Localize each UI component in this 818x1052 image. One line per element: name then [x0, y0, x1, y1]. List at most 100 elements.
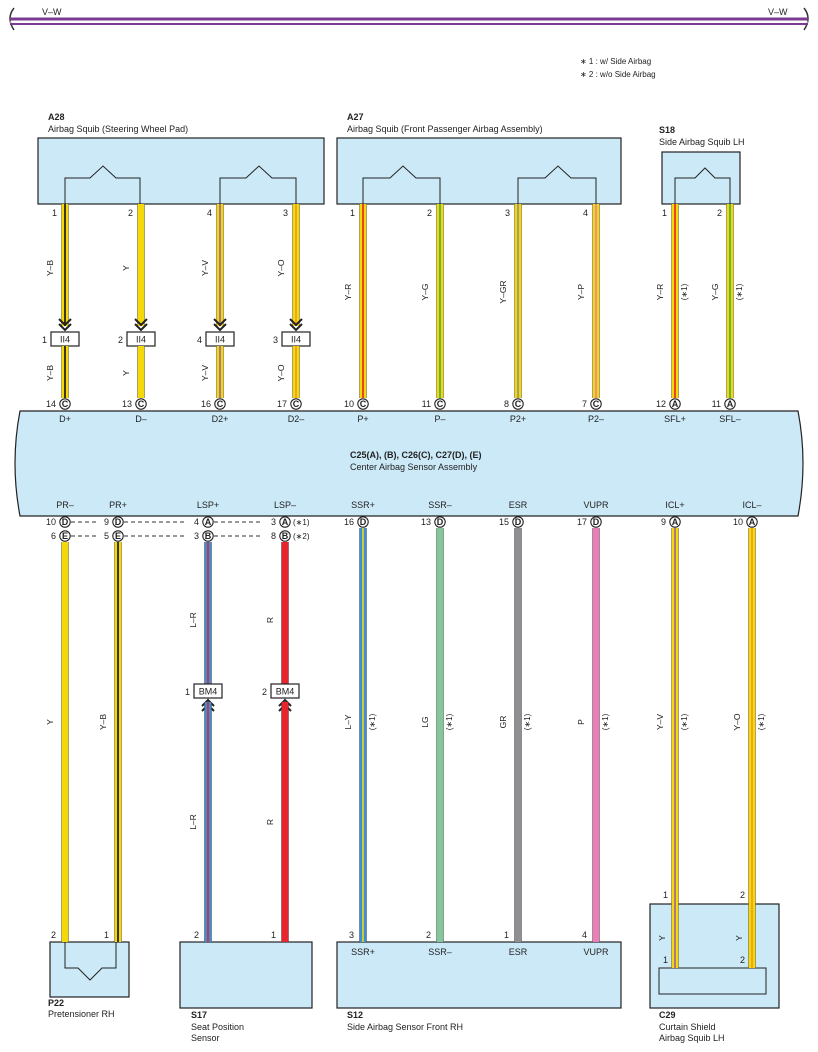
- top-wire-6-ecu-conn-ring: [512, 398, 524, 410]
- bottom-wire-3-signal: LSP–: [274, 500, 296, 510]
- lsp-note-1: (∗1): [293, 518, 310, 527]
- bottom-wire-1-body: [114, 542, 122, 942]
- bottom-wire-3-junction: BM4: [270, 683, 300, 699]
- s17-title-1: Seat Position: [191, 1022, 244, 1032]
- top-wire-9-ecu-conn-letter: A: [727, 399, 734, 409]
- bottom-wire-0-ecu-conn2-letter: E: [62, 531, 68, 541]
- top-wire-3-ecu-conn-ring: [290, 398, 302, 410]
- top-wire-1-chevron-stroke-1: [134, 323, 148, 332]
- top-wire-4-body: [359, 204, 367, 398]
- bottom-wire-3-ecu-conn-letter: A: [282, 517, 289, 527]
- top-wire-7-ecu-conn: C: [590, 398, 602, 410]
- bottom-wire-4-ecu-pin: 16: [344, 517, 354, 527]
- wires-layer: 1Y–BII41Y–BC14D+2YII42YC13D–4Y–VII44Y–VC…: [42, 204, 766, 968]
- top-wire-7-body: [592, 204, 600, 398]
- top-wire-2-chevron: [213, 318, 227, 332]
- s18-id: S18: [659, 125, 675, 135]
- top-wire-1-signal: D–: [135, 414, 147, 424]
- center-airbag-sensor-assembly: C25(A), (B), C26(C), C27(D), (E) Center …: [14, 410, 804, 517]
- top-wire-5-ecu-conn: C: [434, 398, 446, 410]
- bottom-wire-2-junction-frame: [193, 683, 223, 699]
- top-wire-9-note: (∗1): [735, 283, 744, 300]
- a28-id: A28: [48, 112, 65, 122]
- bottom-wire-8-ecu-conn-ring: [669, 516, 681, 528]
- top-wire-3-lower: [292, 346, 300, 398]
- bottom-wire-5-end-pin: 2: [426, 930, 431, 940]
- a28-title: Airbag Squib (Steering Wheel Pad): [48, 124, 188, 134]
- bottom-wire-4-body: [359, 528, 367, 942]
- bottom-wire-2-ecu-conn: A: [202, 516, 214, 528]
- top-wire-3-ecu-pin: 17: [277, 399, 287, 409]
- bottom-wire-0-ecu-pin: 10: [46, 517, 56, 527]
- top-wire-1-ecu-pin: 13: [122, 399, 132, 409]
- bottom-wire-3-ecu-conn2-letter: B: [282, 531, 289, 541]
- top-wire-2-chevron-stroke-0: [213, 318, 227, 327]
- bottom-wire-8-ecu-conn: A: [669, 516, 681, 528]
- bottom-wire-2-end-pin: 2: [194, 930, 199, 940]
- bottom-wire-3-ecu-pin2: 8: [271, 531, 276, 541]
- bottom-wire-0-end-pin: 2: [51, 930, 56, 940]
- top-wire-6-pin-top: 3: [505, 208, 510, 218]
- bottom-wire-1-signal: PR+: [109, 500, 127, 510]
- component-c29: C29 Curtain Shield Airbag Squib LH: [649, 903, 780, 1043]
- bottom-wire-5-color: LG: [420, 716, 430, 727]
- top-wire-8-ecu-conn-letter: A: [672, 399, 679, 409]
- bottom-wire-0-signal: PR–: [56, 500, 74, 510]
- bottom-wire-8-note: (∗1): [680, 713, 689, 730]
- s17-title-2: Sensor: [191, 1033, 220, 1043]
- bottom-wire-3-lower: [281, 702, 289, 942]
- bottom-wire-3-ecu-conn-ring: [279, 516, 291, 528]
- bottom-wire-2-upper: [204, 542, 212, 684]
- bottom-wire-3-ecu-conn2-ring: [279, 530, 291, 542]
- top-wire-3-signal: D2–: [288, 414, 305, 424]
- bottom-wire-9-body: [748, 528, 756, 968]
- a27-id: A27: [347, 112, 364, 122]
- bottom-wire-9-signal: ICL–: [742, 500, 761, 510]
- top-wire-2-ecu-conn: C: [214, 398, 226, 410]
- bottom-wire-7-note: (∗1): [601, 713, 610, 730]
- top-wire-3-color-upper: Y–O: [276, 259, 286, 276]
- top-wire-6-ecu-conn: C: [512, 398, 524, 410]
- bottom-wire-8-signal: ICL+: [665, 500, 684, 510]
- top-wire-1-junction-label: II4: [136, 335, 146, 345]
- bottom-wire-0-body: [61, 542, 69, 942]
- bottom-wire-1-color: Y–B: [98, 714, 108, 730]
- bottom-wire-2-chevron-stroke-1: [201, 698, 215, 707]
- top-wire-6-signal: P2+: [510, 414, 526, 424]
- s18-title: Side Airbag Squib LH: [659, 137, 745, 147]
- top-wire-0-chevron-stroke-0: [58, 318, 72, 327]
- bottom-wire-5-ecu-pin: 13: [421, 517, 431, 527]
- bottom-wire-1-ecu-conn-letter: D: [115, 517, 122, 527]
- bottom-wire-3-end-pin: 1: [271, 930, 276, 940]
- bottom-wire-3-ecu-conn: A: [279, 516, 291, 528]
- bottom-wire-8-ecu-pin: 9: [661, 517, 666, 527]
- top-wire-1-junction: II4: [126, 331, 156, 347]
- top-wire-3-chevron-stroke-0: [289, 318, 303, 327]
- top-wire-0-ecu-conn-ring: [59, 398, 71, 410]
- bottom-wire-8-ecu-conn-letter: A: [672, 517, 679, 527]
- bottom-wire-8-c29-pin: 1: [663, 955, 668, 965]
- top-wire-3-ecu-conn: C: [290, 398, 302, 410]
- top-wire-0-ecu-conn-letter: C: [62, 399, 69, 409]
- bottom-wire-7-body: [592, 528, 600, 942]
- top-wire-2-chevron-stroke-1: [213, 323, 227, 332]
- top-wire-3-junction: II4: [281, 331, 311, 347]
- top-wire-0-ecu-pin: 14: [46, 399, 56, 409]
- bottom-wire-4-end-label: SSR+: [351, 947, 375, 957]
- bottom-wire-4-color: L–Y: [343, 714, 353, 729]
- bottom-wire-6-ecu-pin: 15: [499, 517, 509, 527]
- top-wire-3-junction-pin: 3: [273, 335, 278, 345]
- top-wire-7-ecu-conn-ring: [590, 398, 602, 410]
- top-wire-1-junction-pin: 2: [118, 335, 123, 345]
- top-wire-6-color: Y–GR: [498, 280, 508, 303]
- component-a27: A27 Airbag Squib (Front Passenger Airbag…: [336, 112, 622, 205]
- bus-label-right: V–W: [768, 7, 788, 17]
- s12-id: S12: [347, 1010, 363, 1020]
- top-wire-2-junction-pin: 4: [197, 335, 202, 345]
- component-s17: S17 Seat Position Sensor: [179, 941, 313, 1043]
- bottom-wire-4-end-pin: 3: [349, 930, 354, 940]
- top-wire-4-ecu-conn-ring: [357, 398, 369, 410]
- bottom-wire-7-signal: VUPR: [583, 500, 609, 510]
- bottom-wire-2-ecu-conn2: B: [202, 530, 214, 542]
- bottom-wire-3-color-lower: R: [265, 819, 275, 825]
